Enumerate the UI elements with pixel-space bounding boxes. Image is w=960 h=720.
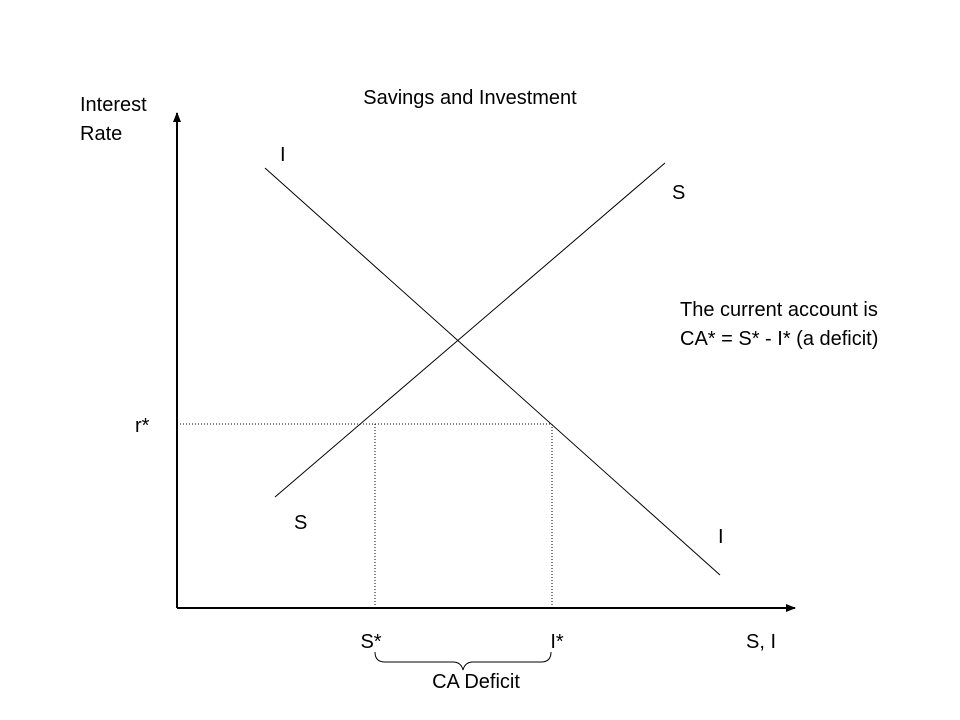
investment-star-label: I*: [550, 631, 564, 653]
investment-curve: [264, 167, 721, 576]
y-axis-label: Interest Rate: [80, 94, 152, 145]
current-account-annotation: The current account is CA* = S* - I* (a …: [680, 299, 883, 350]
x-axis-label: S, I: [746, 631, 776, 653]
ca-deficit-brace: [374, 651, 552, 671]
savings-curve: [274, 162, 666, 498]
y-axis-label-line-2: Rate: [80, 123, 122, 145]
ca-deficit-label: CA Deficit: [432, 671, 520, 693]
annotation-line-2: CA* = S* - I* (a deficit): [680, 328, 878, 350]
diagram-title: Savings and Investment: [363, 87, 577, 109]
rate-star-label: r*: [135, 415, 150, 437]
y-axis-label-line-1: Interest: [80, 94, 147, 116]
savings-curve-label-top: S: [672, 182, 685, 204]
savings-star-label: S*: [360, 631, 381, 653]
annotation-line-1: The current account is: [680, 299, 878, 321]
investment-curve-label-bottom: I: [718, 526, 724, 548]
savings-curve-label-bottom: S: [294, 512, 307, 534]
investment-curve-label-top: I: [280, 144, 286, 166]
